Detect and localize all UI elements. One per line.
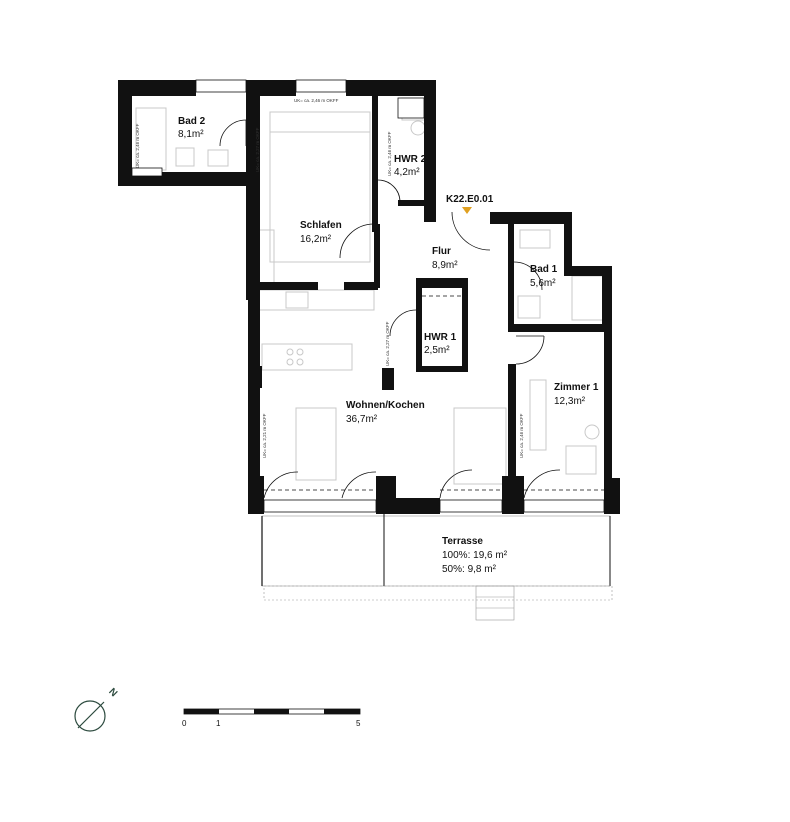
room-name: Bad 1 bbox=[530, 264, 558, 275]
window-note-zimmer1: UK= ca. 2,46 m OKFF bbox=[519, 413, 524, 458]
terrace-steps bbox=[475, 585, 515, 621]
room-area: 16,2m² bbox=[300, 234, 332, 245]
room-area: 5,6m² bbox=[530, 278, 556, 289]
doors bbox=[219, 119, 604, 499]
room-flur: Flur 8,9m² bbox=[432, 246, 458, 271]
window-notes: UK= ca. 2,46 m OKFF UK= ca. 2,27 m OKFF … bbox=[135, 98, 524, 458]
scale-bar: 0 1 5 bbox=[182, 708, 361, 728]
room-area: 36,7m² bbox=[346, 414, 378, 425]
room-area: 8,1m² bbox=[178, 129, 204, 140]
window-note-hwr1: UK= ca. 2,27 m OKFF bbox=[385, 321, 390, 366]
room-area: 8,9m² bbox=[432, 260, 458, 271]
room-bad2: Bad 2 8,1m² bbox=[178, 116, 206, 140]
north-arrow: N bbox=[74, 686, 119, 732]
scale-label-1: 1 bbox=[216, 719, 221, 728]
window-note-schlafen: UK= ca. 2,46 m OKFF bbox=[294, 98, 339, 103]
room-name: Schlafen bbox=[300, 220, 342, 231]
room-area: 4,2m² bbox=[394, 167, 420, 178]
room-hwr1: HWR 1 2,5m² bbox=[424, 332, 457, 356]
room-hwr2: HWR 2 4,2m² bbox=[394, 154, 427, 178]
window-note-hwr2: UK= ca. 2,46 m OKFF bbox=[387, 131, 392, 176]
window-note-bad2: UK= ca. 2,46 m OKFF bbox=[135, 123, 140, 168]
room-bad1: Bad 1 5,6m² bbox=[530, 264, 558, 289]
room-name: HWR 2 bbox=[394, 154, 427, 165]
scale-label-0: 0 bbox=[182, 719, 187, 728]
windows bbox=[195, 79, 605, 513]
unit-id: K22.E0.01 bbox=[446, 194, 494, 205]
furniture bbox=[135, 97, 605, 485]
room-terrasse: Terrasse 100%: 19,6 m² 50%: 9,8 m² bbox=[442, 536, 508, 575]
room-wohnen: Wohnen/Kochen 36,7m² bbox=[346, 400, 425, 425]
room-name: Wohnen/Kochen bbox=[346, 400, 425, 411]
scale-label-5: 5 bbox=[356, 719, 361, 728]
room-area-full: 100%: 19,6 m² bbox=[442, 550, 508, 561]
entrance-marker-icon bbox=[462, 207, 472, 214]
room-name: Zimmer 1 bbox=[554, 382, 599, 393]
room-schlafen: Schlafen 16,2m² bbox=[300, 220, 342, 245]
room-name: Terrasse bbox=[442, 536, 483, 547]
room-area: 2,5m² bbox=[424, 345, 450, 356]
window-note-bad2-inner: UK= ca. 2,27 m OKFF bbox=[255, 127, 260, 172]
north-needle-icon bbox=[77, 701, 105, 729]
room-area-half: 50%: 9,8 m² bbox=[442, 564, 497, 575]
north-label: N bbox=[106, 686, 119, 699]
room-name: Bad 2 bbox=[178, 116, 206, 127]
walls bbox=[118, 80, 620, 514]
room-name: Flur bbox=[432, 246, 451, 257]
room-name: HWR 1 bbox=[424, 332, 457, 343]
window-note-wohnen: UK= ca. 2,21 m OKFF bbox=[262, 413, 267, 458]
north-circle-icon bbox=[74, 700, 106, 732]
terrace-area bbox=[261, 500, 613, 621]
room-area: 12,3m² bbox=[554, 396, 586, 407]
room-zimmer1: Zimmer 1 12,3m² bbox=[554, 382, 599, 407]
